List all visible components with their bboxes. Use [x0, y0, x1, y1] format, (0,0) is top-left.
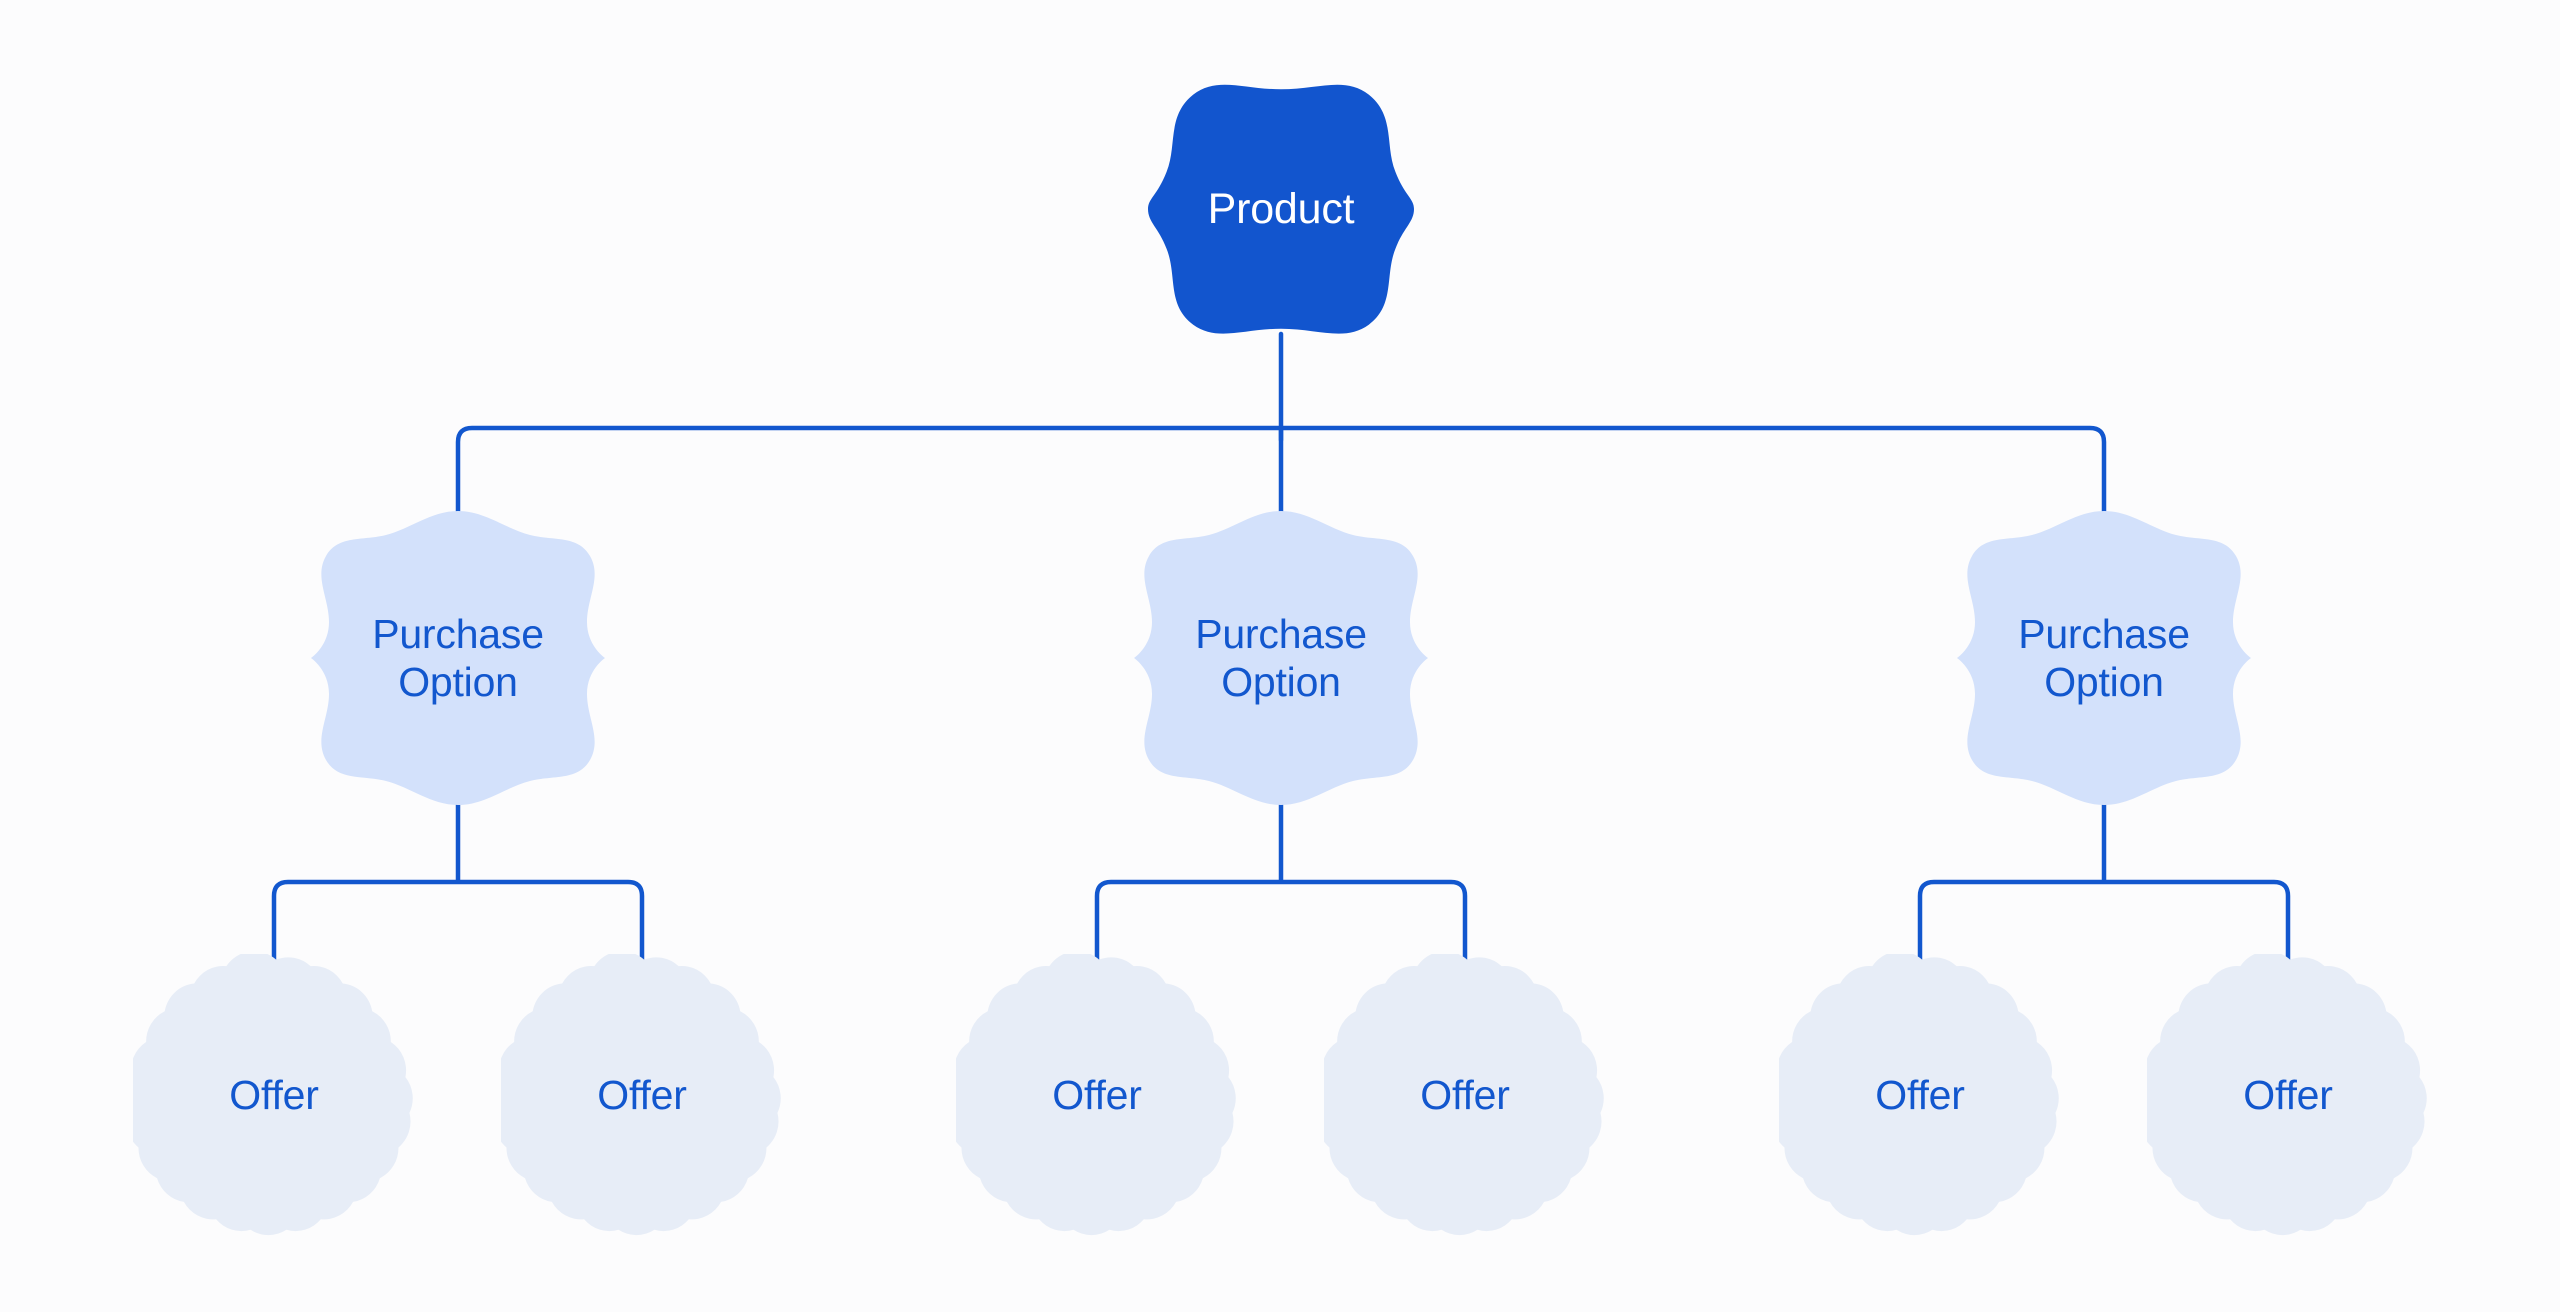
purchase-option-label: Purchase Option — [372, 610, 544, 705]
product-blob-shape — [1148, 84, 1414, 334]
offer-scallop-shape — [2147, 954, 2427, 1236]
node-offer-1-1[interactable]: Offer — [133, 954, 415, 1236]
offer-label: Offer — [229, 1071, 319, 1118]
purchase-option-blob-shape — [1134, 511, 1428, 805]
node-purchase-option-3[interactable]: Purchase Option — [1954, 508, 2254, 808]
node-offer-2-2[interactable]: Offer — [1324, 954, 1606, 1236]
node-offer-3-2[interactable]: Offer — [2147, 954, 2429, 1236]
offer-scallop-shape — [956, 954, 1236, 1236]
offer-scallop-shape — [1324, 954, 1604, 1236]
purchase-option-blob-shape — [1957, 511, 2251, 805]
offer-label: Offer — [1875, 1071, 1965, 1118]
purchase-option-label: Purchase Option — [2018, 610, 2190, 705]
node-offer-3-1[interactable]: Offer — [1779, 954, 2061, 1236]
offer-label: Offer — [597, 1071, 687, 1118]
offer-scallop-shape — [1779, 954, 2059, 1236]
node-product[interactable]: Product — [1148, 76, 1414, 342]
node-purchase-option-2[interactable]: Purchase Option — [1131, 508, 1431, 808]
purchase-option-label: Purchase Option — [1195, 610, 1367, 705]
node-offer-1-2[interactable]: Offer — [501, 954, 783, 1236]
offer-scallop-shape — [501, 954, 781, 1236]
node-purchase-option-1[interactable]: Purchase Option — [308, 508, 608, 808]
offer-label: Offer — [1052, 1071, 1142, 1118]
product-label: Product — [1207, 184, 1355, 233]
offer-scallop-shape — [133, 954, 413, 1236]
offer-label: Offer — [2243, 1071, 2333, 1118]
offer-label: Offer — [1420, 1071, 1510, 1118]
purchase-option-blob-shape — [311, 511, 605, 805]
node-offer-2-1[interactable]: Offer — [956, 954, 1238, 1236]
